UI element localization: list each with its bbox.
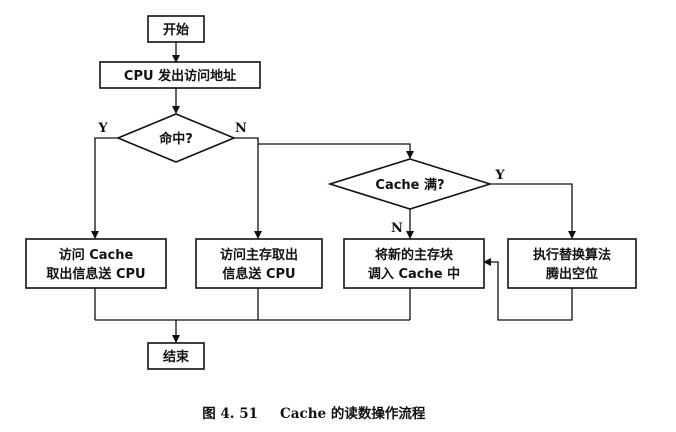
branch-hit-no: N bbox=[235, 121, 247, 136]
branch-hit-yes: Y bbox=[97, 121, 108, 136]
node-replace: 执行替换算法 腾出空位 bbox=[507, 238, 637, 289]
node-replace-line1: 执行替换算法 bbox=[533, 247, 611, 263]
arrow-hit bbox=[172, 106, 180, 114]
edge-full-yes bbox=[490, 183, 573, 238]
node-read-cache-line2: 取出信息送 CPU bbox=[46, 266, 145, 282]
figure-title: Cache 的读数操作流程 bbox=[280, 405, 426, 422]
arrow-read-cache bbox=[91, 231, 99, 239]
decision-hit-label: 命中? bbox=[158, 131, 193, 147]
arrow-replace bbox=[568, 231, 576, 239]
node-end-label: 结束 bbox=[163, 349, 190, 365]
decision-cache-full-label: Cache 满? bbox=[375, 177, 444, 193]
connectors bbox=[94, 42, 573, 342]
node-load-block-line1: 将新的主存块 bbox=[375, 247, 454, 263]
arrow-end bbox=[172, 335, 180, 343]
branch-full-yes: Y bbox=[494, 168, 505, 183]
edge-replace-load bbox=[484, 261, 573, 321]
node-end: 结束 bbox=[147, 342, 205, 370]
arrow-full bbox=[406, 151, 414, 159]
node-load-block: 将新的主存块 调入 Cache 中 bbox=[343, 238, 485, 289]
node-read-cache: 访问 Cache 取出信息送 CPU bbox=[25, 238, 167, 289]
edge-hit-yes bbox=[94, 137, 118, 238]
node-issue-address-label: CPU 发出访问地址 bbox=[124, 68, 236, 84]
node-start-label: 开始 bbox=[163, 22, 189, 38]
figure-number: 图 4. 51 bbox=[202, 406, 258, 422]
node-read-memory-line1: 访问主存取出 bbox=[220, 247, 298, 263]
node-read-cache-line1: 访问 Cache bbox=[59, 247, 134, 263]
node-replace-line2: 腾出空位 bbox=[545, 266, 598, 282]
decision-hit: 命中? bbox=[115, 113, 237, 163]
arrowheads bbox=[91, 55, 576, 343]
node-start: 开始 bbox=[147, 15, 205, 43]
edge-to-full bbox=[258, 143, 411, 158]
edge-hit-no bbox=[234, 137, 259, 238]
node-read-memory-line2: 信息送 CPU bbox=[222, 266, 295, 282]
arrow-read-mem bbox=[254, 231, 262, 239]
node-read-memory: 访问主存取出 信息送 CPU bbox=[195, 238, 323, 289]
node-load-block-line2: 调入 Cache 中 bbox=[368, 266, 460, 282]
arrow-load bbox=[406, 231, 414, 239]
decision-cache-full: Cache 满? bbox=[327, 158, 493, 210]
arrow-replace-to-load bbox=[483, 258, 491, 266]
arrow-issue bbox=[172, 55, 180, 63]
branch-full-no: N bbox=[391, 221, 403, 236]
node-issue-address: CPU 发出访问地址 bbox=[99, 61, 261, 89]
